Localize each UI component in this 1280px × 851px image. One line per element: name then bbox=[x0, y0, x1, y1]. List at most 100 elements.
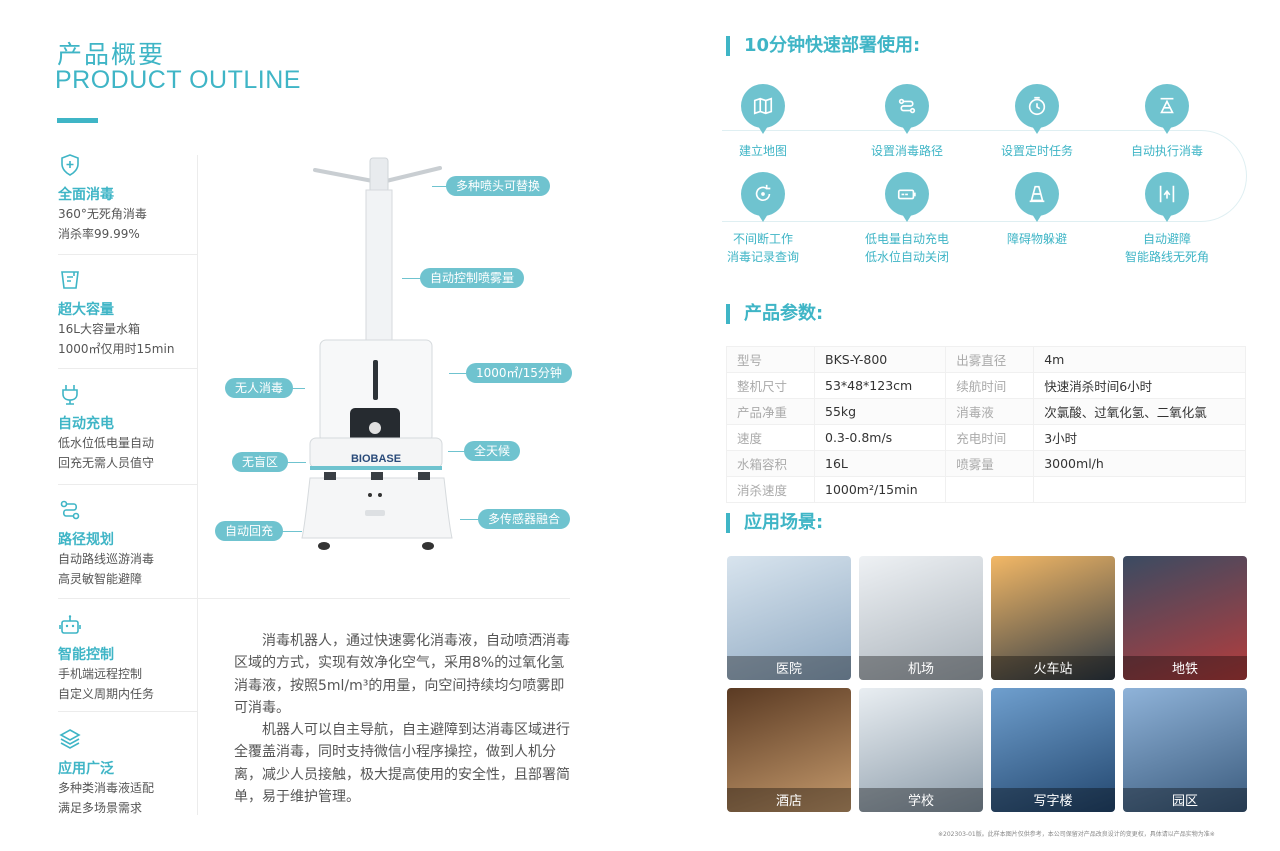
feature-line: 16L大容量水箱 bbox=[58, 322, 140, 336]
param-value: 3小时 bbox=[1033, 424, 1246, 451]
feature-route: 路径规划 自动路线巡游消毒 高灵敏智能避障 bbox=[58, 498, 198, 589]
param-value: BKS-Y-800 bbox=[813, 346, 947, 373]
feature-name: 全面消毒 bbox=[58, 187, 114, 203]
feature-divider bbox=[58, 484, 198, 485]
robot-illustration: BIOBASE bbox=[301, 157, 453, 550]
callout-line bbox=[460, 519, 480, 520]
route-icon bbox=[60, 500, 80, 520]
step-pin bbox=[1015, 172, 1059, 222]
step-cycle: 不间断工作消毒记录查询 bbox=[703, 172, 823, 266]
timer-icon bbox=[1028, 96, 1046, 116]
param-key: 整机尺寸 bbox=[726, 372, 815, 399]
param-key: 产品净重 bbox=[726, 398, 815, 425]
step-map: 建立地图 bbox=[703, 84, 823, 160]
step-pin bbox=[741, 172, 785, 222]
step-pin bbox=[885, 84, 929, 134]
deploy-section-title: 10分钟快速部署使用: bbox=[726, 36, 920, 56]
param-key: 喷雾量 bbox=[945, 450, 1035, 477]
scene-card: 医院 bbox=[727, 556, 851, 680]
feature-capacity: 超大容量 16L大容量水箱 1000㎡仅用时15min bbox=[58, 268, 198, 359]
feature-line: 手机端远程控制 bbox=[58, 667, 143, 681]
callout-unmanned: 无人消毒 bbox=[225, 378, 294, 398]
cycle-icon bbox=[755, 184, 771, 202]
callout-nozzle: 多种喷头可替换 bbox=[446, 176, 551, 196]
step-label: 障碍物躲避 bbox=[1006, 232, 1067, 246]
feature-line: 低水位低电量自动 bbox=[58, 436, 155, 450]
plug-icon bbox=[62, 385, 78, 405]
feature-name: 自动充电 bbox=[58, 416, 114, 432]
step-label: 自动避障智能路线无死角 bbox=[1124, 232, 1209, 264]
horizontal-divider bbox=[198, 598, 570, 599]
scene-card: 园区 bbox=[1123, 688, 1247, 812]
feature-line: 1000㎡仅用时15min bbox=[58, 342, 175, 356]
param-key: 充电时间 bbox=[945, 424, 1035, 451]
feature-line: 360°无死角消毒 bbox=[58, 207, 147, 221]
step-pin bbox=[885, 172, 929, 222]
robot-brand-label: BIOBASE bbox=[351, 453, 401, 465]
steps-frame bbox=[722, 130, 1247, 222]
footnote: ※202303-01版。此样本图片仅供参考，本公司保留对产品改良设计的变更权，具… bbox=[938, 831, 1215, 838]
step-pin bbox=[741, 84, 785, 134]
feature-name: 智能控制 bbox=[58, 647, 114, 663]
scene-label: 火车站 bbox=[1033, 662, 1073, 677]
robot-icon bbox=[59, 615, 81, 634]
map-icon bbox=[753, 97, 773, 115]
feature-control: 智能控制 手机端远程控制 自定义周期内任务 bbox=[58, 613, 198, 704]
step-label: 不间断工作消毒记录查询 bbox=[726, 232, 799, 264]
description-paragraph: 消毒机器人，通过快速雾化消毒液，自动喷洒消毒区域的方式，实现有效净化空气，采用8… bbox=[234, 633, 570, 716]
scene-caption-bar bbox=[859, 788, 983, 812]
param-key: 出雾直径 bbox=[945, 346, 1035, 373]
execute-icon bbox=[1160, 97, 1174, 114]
step-battery: 低电量自动充电低水位自动关闭 bbox=[847, 172, 967, 266]
callout-line bbox=[290, 388, 305, 389]
step-pin bbox=[1015, 84, 1059, 134]
param-value: 16L bbox=[813, 450, 947, 477]
feature-line: 回充无需人员值守 bbox=[58, 456, 155, 470]
scenes-section-title: 应用场景: bbox=[726, 513, 823, 533]
callout-spray: 自动控制喷雾量 bbox=[420, 268, 525, 288]
scene-label: 酒店 bbox=[775, 794, 802, 809]
feature-divider bbox=[58, 598, 198, 599]
tank-icon bbox=[61, 271, 79, 289]
scene-card: 地铁 bbox=[1123, 556, 1247, 680]
feature-divider bbox=[58, 711, 198, 712]
avoid-icon bbox=[1159, 185, 1175, 203]
scene-label: 地铁 bbox=[1171, 662, 1198, 677]
params-section-title: 产品参数: bbox=[726, 304, 823, 324]
feature-line: 消杀率99.99% bbox=[58, 227, 140, 241]
step-avoid: 自动避障智能路线无死角 bbox=[1107, 172, 1227, 266]
scene-caption-bar bbox=[859, 656, 983, 680]
path-icon bbox=[898, 98, 916, 114]
step-label: 低电量自动充电低水位自动关闭 bbox=[864, 232, 949, 264]
step-label: 自动执行消毒 bbox=[1130, 144, 1203, 158]
callout-area: 1000㎡/15分钟 bbox=[466, 363, 572, 383]
scene-label: 医院 bbox=[775, 662, 802, 677]
callout-line bbox=[449, 373, 467, 374]
param-key: 消杀速度 bbox=[726, 476, 815, 503]
scene-card: 火车站 bbox=[991, 556, 1115, 680]
battery-icon bbox=[897, 189, 916, 200]
shield-icon bbox=[61, 154, 79, 176]
step-cone: 障碍物躲避 bbox=[977, 172, 1097, 248]
step-pin bbox=[1145, 172, 1189, 222]
feature-charging: 自动充电 低水位低电量自动 回充无需人员值守 bbox=[58, 382, 198, 473]
callout-line bbox=[448, 451, 466, 452]
step-timer: 设置定时任务 bbox=[977, 84, 1097, 160]
param-value: 次氯酸、过氧化氢、二氧化氯 bbox=[1033, 398, 1246, 425]
feature-name: 路径规划 bbox=[58, 532, 114, 548]
feature-divider bbox=[58, 254, 198, 255]
param-key: 消毒液 bbox=[945, 398, 1035, 425]
product-description: 消毒机器人，通过快速雾化消毒液，自动喷洒消毒区域的方式，实现有效净化空气，采用8… bbox=[234, 630, 570, 808]
param-value: 4m bbox=[1033, 346, 1246, 373]
callout-recharge: 自动回充 bbox=[215, 521, 284, 541]
callout-line bbox=[282, 462, 306, 463]
scene-label: 机场 bbox=[907, 662, 934, 677]
page-title-cn: 产品概要 bbox=[57, 40, 166, 69]
layers-icon bbox=[59, 729, 81, 749]
